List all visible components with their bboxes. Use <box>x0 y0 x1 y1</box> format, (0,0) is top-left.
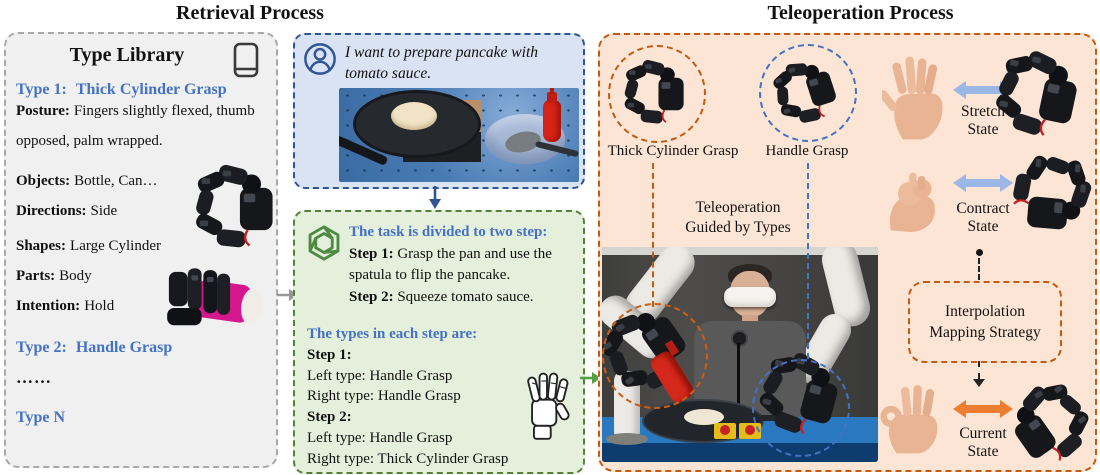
gpt-response-box: The task is divided to two step: Step 1:… <box>293 210 585 474</box>
division-header: The task is divided to two step: <box>349 224 548 240</box>
request-message: I want to prepare pancake with tomato sa… <box>345 44 539 82</box>
human-open-hand-image <box>882 56 943 140</box>
assign-step1-left: Left type: Handle Grasp <box>307 367 453 384</box>
operator-neck <box>742 315 758 324</box>
book-icon <box>233 42 259 78</box>
contract-state-label: Contract State <box>956 200 1010 235</box>
handle-grasp-circle <box>759 44 857 142</box>
assign-step2-label: Step 2: <box>307 409 352 426</box>
human-pinch-hand-image <box>880 385 950 459</box>
handle-grasp-hand-with-cup-photo <box>167 268 265 326</box>
human-fist-hand-image <box>889 172 935 232</box>
assign-step2-right: Right type: Thick Cylinder Grasp <box>307 450 509 467</box>
tomato-sauce-bottle <box>543 100 561 142</box>
teleoperation-panel: Thick Cylinder Grasp Handle Grasp <box>598 33 1100 475</box>
field-intention: Intention:Hold <box>16 298 115 314</box>
robot-hand-image <box>764 51 843 132</box>
field-shapes: Shapes:Large Cylinder <box>16 238 161 254</box>
handle-grasp-label: Handle Grasp <box>765 143 849 159</box>
field-directions: Directions:Side <box>16 203 118 219</box>
thick-cylinder-grasp-label: Thick Cylinder Grasp <box>607 143 739 159</box>
dashed-connector-line <box>978 361 980 379</box>
interpolation-mapping-label: Interpolation Mapping Strategy <box>929 303 1041 341</box>
type-library-title: Type Library <box>69 44 185 66</box>
orange-connector-line <box>652 163 654 307</box>
robot-hand-sketch-icon <box>526 372 572 440</box>
arrowhead-down-icon <box>973 379 985 387</box>
connector-dot <box>976 249 983 256</box>
sauce-bottle-cap <box>547 92 557 102</box>
assign-step1-label: Step 1: <box>307 346 352 363</box>
teleoperation-photo <box>602 247 878 462</box>
canister-base <box>606 433 648 445</box>
ellipsis-text: …… <box>16 368 52 387</box>
step1-line: Step 1: Grasp the pan and use the spatul… <box>349 245 552 284</box>
dashed-connector-line <box>978 258 980 280</box>
types-header: The types in each step are: <box>307 326 478 342</box>
user-request-box: I want to prepare pancake with tomato sa… <box>293 33 585 189</box>
thick-cylinder-grasp-highlight-circle <box>602 303 708 409</box>
handle-grasp-highlight-circle <box>752 359 850 457</box>
thick-cylinder-grasp-circle <box>608 45 706 143</box>
robot-hand-image <box>621 58 685 125</box>
blue-connector-line <box>807 163 809 359</box>
field-parts: Parts:Body <box>16 268 92 284</box>
pancake <box>391 102 437 130</box>
robot-hand-stretch-image <box>987 42 1085 144</box>
type1-heading: Type 1: Thick Cylinder Grasp <box>16 81 227 99</box>
assign-step1-right: Right type: Handle Grasp <box>307 388 461 405</box>
pancake <box>684 409 724 425</box>
type-library-panel: Type Library Type 1: Thick Cylinder Grasp… <box>4 32 278 468</box>
task-scene-photo <box>339 88 579 182</box>
current-state-label: Current State <box>959 425 1007 460</box>
step2-line: Step 2: Squeeze tomato sauce. <box>349 288 534 305</box>
camera-stand <box>737 343 740 423</box>
task-division-text: The task is divided to two step: Step 1:… <box>349 222 577 308</box>
type1-label: Type 1: <box>16 81 67 98</box>
retrieval-process-title: Retrieval Process <box>176 2 324 24</box>
teleoperation-caption: Teleoperation Guided by Types <box>685 199 791 236</box>
field-objects: Objects:Bottle, Can… <box>16 173 158 189</box>
robot-hand-contract-image <box>1008 150 1097 234</box>
type1-name: Thick Cylinder Grasp <box>75 81 227 98</box>
interpolation-mapping-box: Interpolation Mapping Strategy <box>908 281 1062 363</box>
request-to-gpt-arrow-icon <box>429 186 441 209</box>
thick-cylinder-grasp-hand-photo <box>192 162 274 250</box>
gpt-to-teleop-arrow-icon <box>580 372 601 384</box>
type2-heading: Type 2:Handle Grasp <box>16 339 173 356</box>
user-avatar-icon <box>304 43 336 75</box>
ceiling-strip <box>602 247 878 255</box>
type-assignment-text: The types in each step are: Step 1: Left… <box>307 324 577 470</box>
assign-step2-left: Left type: Handle Grasp <box>307 429 453 446</box>
type-n-heading: Type N <box>16 409 66 426</box>
field-posture: Posture:Fingers slightly flexed, thumb o… <box>16 103 255 149</box>
vr-headset <box>724 287 776 307</box>
teleoperation-process-title: Teleoperation Process <box>767 2 954 24</box>
emergency-stop-button <box>714 423 736 439</box>
sauce-bottle-tip <box>550 88 554 94</box>
stretch-state-label: Stretch State <box>961 103 1005 138</box>
gpt-logo-icon <box>308 225 340 261</box>
